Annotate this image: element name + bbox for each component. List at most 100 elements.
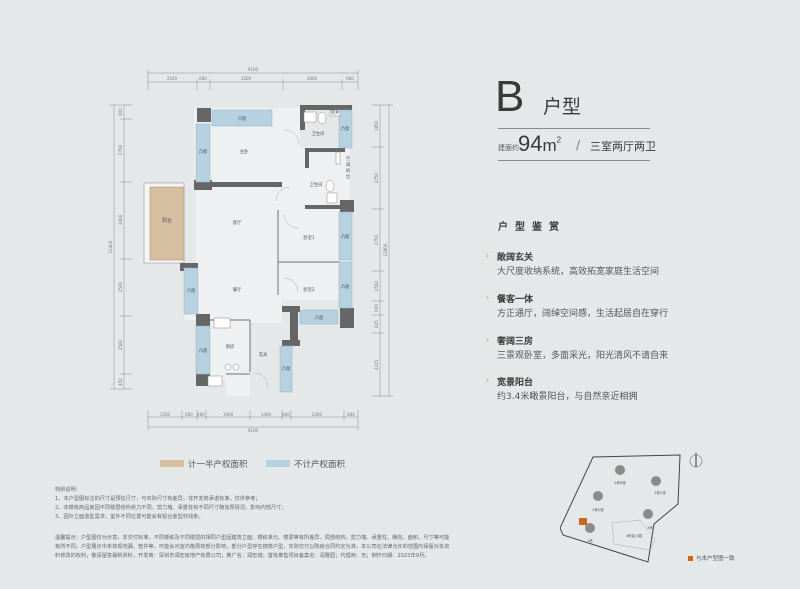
- dim-left-seg: 450: [118, 378, 123, 386]
- dim-right-seg: 825: [374, 320, 379, 328]
- room-label-bed1: 卧室1: [303, 234, 315, 241]
- divider-bottom: [498, 160, 650, 161]
- chevron-right-icon: ›: [486, 251, 490, 260]
- legend-swatch-half: [160, 460, 184, 467]
- label-bay-window: 凸窗: [341, 283, 350, 290]
- bottom-dimensions: [147, 410, 359, 430]
- area-superscript: 2: [556, 135, 562, 145]
- svg-text:机: 机: [346, 167, 351, 174]
- building-label: 3栋: [647, 525, 653, 530]
- chevron-right-icon: ›: [486, 293, 490, 302]
- bathroom-fixtures: [303, 109, 341, 204]
- room-label-dining: 餐厅: [233, 286, 242, 293]
- dim-top-seg: 600: [346, 76, 354, 81]
- dim-bottom-seg: 400: [282, 412, 290, 417]
- dim-top-seg: 3200: [241, 76, 252, 81]
- disclaimer-line: 料修改的权利，敬请留意最新资料，开发商：深圳市润宏房地产有限公司；推广名：润宏城…: [55, 553, 430, 559]
- room-label-entry: 玄关: [259, 351, 268, 358]
- dim-right-total: 12800: [383, 243, 388, 256]
- label-bay-window: 凸窗: [199, 347, 208, 354]
- feature-desc: 三景观卧室，多面采光，阳光清风不请自来: [497, 351, 669, 361]
- dim-bottom-seg: 400: [197, 412, 205, 417]
- dim-right-seg: 2750: [374, 172, 379, 183]
- label-pipe: 管井: [331, 109, 340, 116]
- dim-bottom-seg: 1400: [261, 412, 272, 417]
- room-label-master: 主卧: [240, 148, 249, 155]
- area-label: 建面约: [498, 144, 519, 152]
- room-label-bath2: 卫生间: [310, 181, 323, 188]
- dim-top-total: 9100: [248, 67, 259, 72]
- area-value: 94m2: [518, 131, 561, 157]
- dim-top-seg: 600: [199, 76, 207, 81]
- floor-plan: 9100 2100 600 3200 2600 600 1500 600 400…: [108, 67, 393, 433]
- left-dimensions: [110, 104, 132, 390]
- disclaimer-line: 温馨提示：户型图仅为示意，非交付标准，不同楼栋及不同楼层的相同户型因建筑立面、楼…: [55, 535, 450, 541]
- note-line: 2、本楼栋商品房因不同楼层结构受力不同，剪力墙、承重柱有不同尺寸略加厚情况，影响…: [55, 505, 287, 511]
- dim-left-seg: 2700: [118, 144, 123, 155]
- dim-top-seg: 2600: [307, 76, 318, 81]
- top-dimensions: [147, 70, 359, 90]
- dim-left-seg: 3400: [118, 214, 123, 225]
- site-legend-label: 与本户型图一致: [696, 556, 735, 562]
- feature-desc: 约3.4米瞰景阳台，与自然亲近相拥: [497, 392, 638, 402]
- svg-text:空: 空: [346, 155, 350, 162]
- feature-name: 餐客一体: [497, 295, 534, 305]
- label-bay-window: 凸窗: [238, 115, 247, 122]
- dim-top-seg: 2100: [167, 76, 178, 81]
- area-unit: m: [542, 136, 557, 155]
- svg-text:位: 位: [346, 173, 351, 180]
- feature-desc: 大尺度收纳系统，高效拓宽家庭生活空间: [497, 267, 660, 277]
- disclaimer-line: 有所不同，户型展示中未体现地漏、管井等，可能会对室内格局有部分影响，部分户型存在…: [55, 544, 450, 550]
- legend-label-none: 不计产权面积: [294, 460, 346, 470]
- right-dimensions: [372, 104, 393, 397]
- unit-type-label: 户型: [543, 96, 582, 118]
- dim-bottom-total: 9100: [248, 428, 259, 433]
- door-swings: [253, 129, 300, 388]
- feature-name: 奢阔三房: [497, 337, 534, 347]
- feature-name: 敞阔玄关: [497, 253, 534, 263]
- room-label-bed2: 卧室2: [303, 286, 315, 293]
- building-label: 4栋幼儿园: [626, 533, 643, 538]
- building-label: 2栋C座: [654, 490, 666, 495]
- building-label: 2栋B座: [614, 480, 626, 485]
- dim-left-total: 12400: [108, 240, 113, 253]
- label-bay-window: 凸窗: [199, 148, 208, 155]
- legend-swatch-none: [266, 460, 290, 467]
- walls: [180, 105, 354, 386]
- divider-top: [498, 128, 650, 129]
- building-label: 2栋A座: [592, 507, 604, 512]
- room-label-kitchen: 厨房: [226, 343, 235, 350]
- highlight-swatch: [688, 556, 693, 561]
- unit-letter: B: [495, 72, 525, 121]
- features-section-title: 户型鉴赏: [498, 222, 566, 233]
- room-label-bath1: 卫生间: [312, 130, 325, 137]
- dim-right-seg: 2750: [374, 234, 379, 245]
- highlight-unit: [579, 518, 587, 525]
- label-bay-window: 凸窗: [315, 314, 324, 321]
- partitions: [210, 210, 340, 375]
- bay-windows: [183, 109, 353, 393]
- dim-right-seg: 2225: [374, 359, 379, 370]
- balcony-area: [149, 186, 185, 261]
- kitchen-fixtures: [207, 317, 240, 387]
- area-separator: /: [576, 138, 581, 152]
- chevron-right-icon: ›: [486, 335, 490, 344]
- dim-left-seg: 2500: [118, 281, 123, 292]
- building-label: 1栋: [587, 538, 593, 543]
- feature-name: 宽景阳台: [497, 378, 534, 388]
- dim-left-seg: 400: [118, 108, 123, 116]
- room-label-living: 客厅: [233, 219, 242, 226]
- site-legend: 与本户型图一致: [688, 554, 735, 562]
- room-label-balcony: 阳台: [162, 217, 172, 224]
- svg-text:调: 调: [346, 161, 350, 168]
- dim-bottom-seg: 600: [185, 412, 193, 417]
- label-bay-window: 凸窗: [187, 287, 196, 294]
- dim-bottom-seg: 1500: [160, 412, 171, 417]
- note-line: 3、因外立面造型需求，室外不同位置可能会有铝合金型材线条。: [55, 514, 204, 520]
- dim-bottom-seg: 1900: [223, 412, 234, 417]
- legend-label-half: 计一半产权面积: [188, 460, 248, 470]
- dim-right-seg: 2550: [374, 280, 379, 291]
- north-arrow-icon: [689, 453, 703, 468]
- dim-bottom-seg: 2300: [312, 412, 323, 417]
- dim-right-seg: 1850: [374, 120, 379, 131]
